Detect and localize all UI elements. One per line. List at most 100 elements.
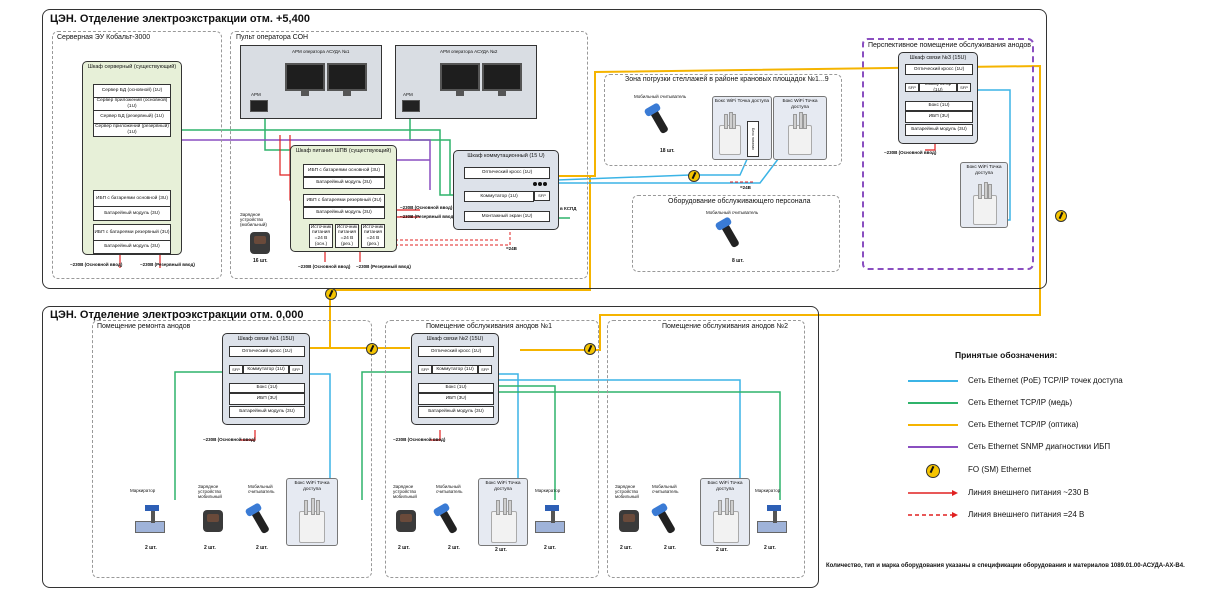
server-room-zone	[52, 31, 222, 279]
sfp-port: SFP	[534, 191, 550, 201]
charger-qty: 2 шт.	[620, 545, 632, 551]
switch-module: Коммутатор (1U)	[243, 365, 289, 374]
access-point-icon	[491, 498, 517, 543]
scanner-qty: 2 шт.	[448, 545, 460, 551]
marker-qty: 2 шт.	[145, 545, 157, 551]
bottom-section-frame	[42, 306, 819, 588]
server-room-title: Серверная ЭУ Кобальт-3000	[57, 34, 151, 41]
wifi-box: Бокс WiFi Точка доступа	[773, 96, 827, 160]
bottom-section-title: ЦЭН. Отделение электроэкстракции отм. 0,…	[50, 309, 304, 321]
comm-cabinet-1: Шкаф связи №1 (15U) Оптический кросс (1U…	[222, 333, 310, 425]
comm-cabinet-3: Шкаф связи №3 (15U) Оптический кросс (1U…	[898, 52, 978, 144]
server-module: Сервер приложений (основной) (1U)	[93, 97, 171, 111]
scanner-qty: 2 шт.	[664, 545, 676, 551]
marker-icon	[135, 505, 165, 533]
room-title: Помещение обслуживания анодов №1	[426, 323, 552, 330]
server-module: Сервер БД (резервный) (1U)	[93, 110, 171, 124]
legend-title: Принятые обозначения:	[955, 350, 1058, 360]
staff-zone-title: Оборудование обслуживающего персонала	[668, 198, 811, 205]
battery-module: Батарейный модуль (3U)	[303, 207, 385, 219]
charger-label: Зарядное устройство мобильный	[198, 484, 222, 499]
box-module: Бокс (1U)	[229, 383, 305, 393]
staff-zone	[632, 195, 840, 272]
psu-module: Источник питания =24 В (рез.)	[361, 224, 385, 248]
top-section-title: ЦЭН. Отделение электроэкстракции отм. +5…	[50, 13, 310, 25]
switch-module: Коммутатор (1U)	[432, 365, 478, 374]
sfp-port: SFP	[289, 365, 303, 374]
server-module: Сервер БД (основной) (1U)	[93, 84, 171, 98]
cabinet-title: Шкаф связи №2 (15U)	[426, 336, 484, 342]
optical-cross-module: Оптический кросс (1U)	[229, 346, 305, 357]
battery-module: Батарейный модуль (3U)	[905, 124, 973, 136]
sfp-port: SFP	[478, 365, 492, 374]
access-point-icon	[299, 498, 325, 543]
pc-icon	[402, 100, 420, 112]
battery-module: Батарейный модуль (3U)	[93, 206, 171, 221]
scanner-label: Мобильный считыватель	[436, 484, 463, 494]
charger-label: Зарядное устройство (мобильный)	[240, 212, 267, 227]
ups-module: ИБП с батареями резервный (3U)	[303, 194, 385, 207]
legend-item-optics: Сеть Ethernet TCP/IP (оптика)	[968, 420, 1079, 429]
legend-item-power-230: Линия внешнего питания ~230 В	[968, 488, 1089, 497]
ups-module: ИБП (3U)	[905, 111, 973, 123]
operator-room-zone	[230, 31, 588, 279]
server-module: Сервер приложений (резервный) (1U)	[93, 123, 171, 137]
wifi-box-title: Бокс WiFi Точка доступа	[714, 99, 770, 104]
ap-qty: 2 шт.	[716, 547, 728, 553]
scanner-label: Мобильный считыватель	[706, 210, 759, 215]
legend-item-power-24: Линия внешнего питания =24 В	[968, 510, 1085, 519]
access-point-icon	[713, 498, 739, 543]
box-module: Бокс (1U)	[905, 101, 973, 111]
room-title: Помещение обслуживания анодов №2	[662, 323, 788, 330]
marker-qty: 2 шт.	[544, 545, 556, 551]
cabinet-title: Шкаф связи №3 (15U)	[909, 55, 967, 61]
power-input-label: ~230В (Основной ввод)	[400, 205, 453, 210]
optical-cross-module: Оптический кросс (1U)	[905, 64, 973, 75]
arm2-title: АРМ оператора АСУДА №2	[440, 49, 498, 54]
marker-label: Маркиратор	[755, 488, 781, 493]
marker-label: Маркиратор	[535, 488, 561, 493]
battery-module: Батарейный модуль (3U)	[303, 177, 385, 189]
marker-label: Маркиратор	[130, 488, 156, 493]
legend-item-fo: FO (SM) Ethernet	[968, 465, 1032, 474]
monitor-icon	[440, 63, 480, 96]
wifi-box: Бокс WiFi Точка доступа	[960, 162, 1008, 228]
kspd-label: в КСПД	[560, 206, 577, 211]
battery-module: Батарейный модуль (3U)	[418, 406, 494, 418]
access-point-icon	[719, 112, 741, 155]
server-cabinet-title: Шкаф серверный (существующий)	[87, 64, 177, 70]
status-leds	[533, 182, 548, 188]
switch-module: Коммутатор (1U)	[464, 191, 534, 202]
wifi-box-title: Бокс WiFi Точка доступа	[294, 481, 330, 492]
loading-zone	[604, 74, 842, 166]
psu-module: Источник питания =24 В (осн.)	[309, 224, 333, 248]
dc-label: =24В	[506, 246, 517, 251]
scanner-label: Мобильный считыватель	[248, 484, 275, 494]
operator-room-title: Пульт оператора СОН	[236, 34, 309, 41]
fo-ethernet-icon	[325, 288, 337, 300]
monitor-icon	[327, 63, 367, 96]
arm-label: АРМ	[403, 92, 413, 97]
sfp-port: SFP	[905, 83, 919, 92]
marker-qty: 2 шт.	[764, 545, 776, 551]
sfp-port: SFP	[418, 365, 432, 374]
power-input-label: ~230В (Основной ввод)	[298, 264, 351, 269]
power-cabinet: Шкаф питания ШПВ (существующий) ИБП с ба…	[290, 145, 397, 252]
access-point-icon	[973, 182, 997, 225]
power-input-label: ~230В (Резервный ввод)	[400, 214, 455, 219]
comm-cabinet-2: Шкаф связи №2 (15U) Оптический кросс (1U…	[411, 333, 499, 425]
wifi-box-title: Бокс WiFi Точка доступа	[782, 99, 818, 110]
charger-qty: 2 шт.	[204, 545, 216, 551]
room-title: Помещение ремонта анодов	[97, 323, 191, 330]
perspective-room-title: Перспективное помещение обслуживания ано…	[868, 42, 1031, 49]
legend-item-snmp: Сеть Ethernet SNMP диагностики ИБП	[968, 442, 1111, 451]
marker-icon	[757, 505, 787, 533]
psu-module: Источник питания =24 В (рез.)	[335, 224, 359, 248]
power-input-label: ~230В (Резервный ввод)	[356, 264, 411, 269]
fo-ethernet-icon	[1055, 210, 1067, 222]
battery-module: Батарейный модуль (3U)	[229, 406, 305, 418]
charger-qty: 2 шт.	[398, 545, 410, 551]
fo-ethernet-icon	[584, 343, 596, 355]
charger-icon	[619, 510, 639, 532]
monitor-icon	[285, 63, 325, 96]
